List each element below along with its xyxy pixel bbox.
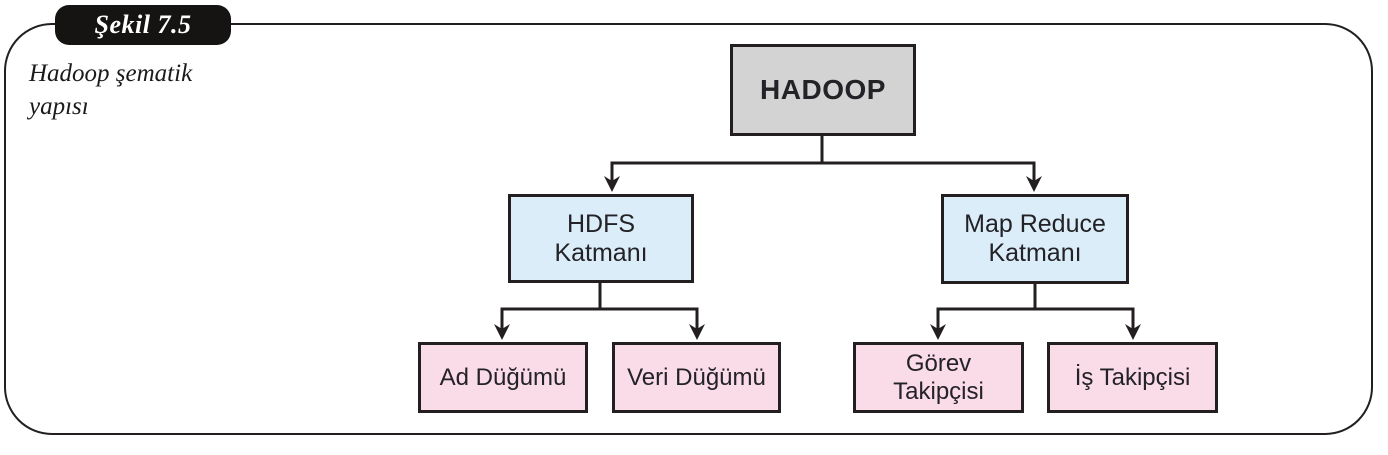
figure-border-frame [4, 23, 1373, 435]
figure-badge-label: Şekil 7.5 [94, 10, 192, 39]
node-veri-dugumu-label: Veri Düğümü [627, 363, 766, 391]
node-is-takipcisi-label: İş Takipçisi [1074, 363, 1191, 391]
node-mapreduce-katmani-label: Map Reduce Katmanı [964, 210, 1106, 267]
node-hadoop-label: HADOOP [760, 73, 886, 105]
node-gorev-takipcisi: Görev Takipçisi [853, 342, 1024, 413]
node-mapreduce-katmani: Map Reduce Katmanı [941, 194, 1129, 284]
node-hdfs-katmani: HDFS Katmanı [508, 194, 694, 283]
node-ad-dugumu-label: Ad Düğümü [439, 363, 567, 391]
node-hdfs-katmani-label: HDFS Katmanı [554, 209, 648, 267]
figure-badge: Şekil 7.5 [55, 5, 231, 45]
node-veri-dugumu: Veri Düğümü [612, 342, 781, 413]
node-ad-dugumu: Ad Düğümü [418, 342, 588, 413]
node-gorev-takipcisi-label: Görev Takipçisi [893, 349, 984, 405]
node-hadoop: HADOOP [730, 44, 916, 136]
figure-caption: Hadoop şematik yapısı [29, 60, 193, 120]
node-is-takipcisi: İş Takipçisi [1047, 342, 1218, 413]
